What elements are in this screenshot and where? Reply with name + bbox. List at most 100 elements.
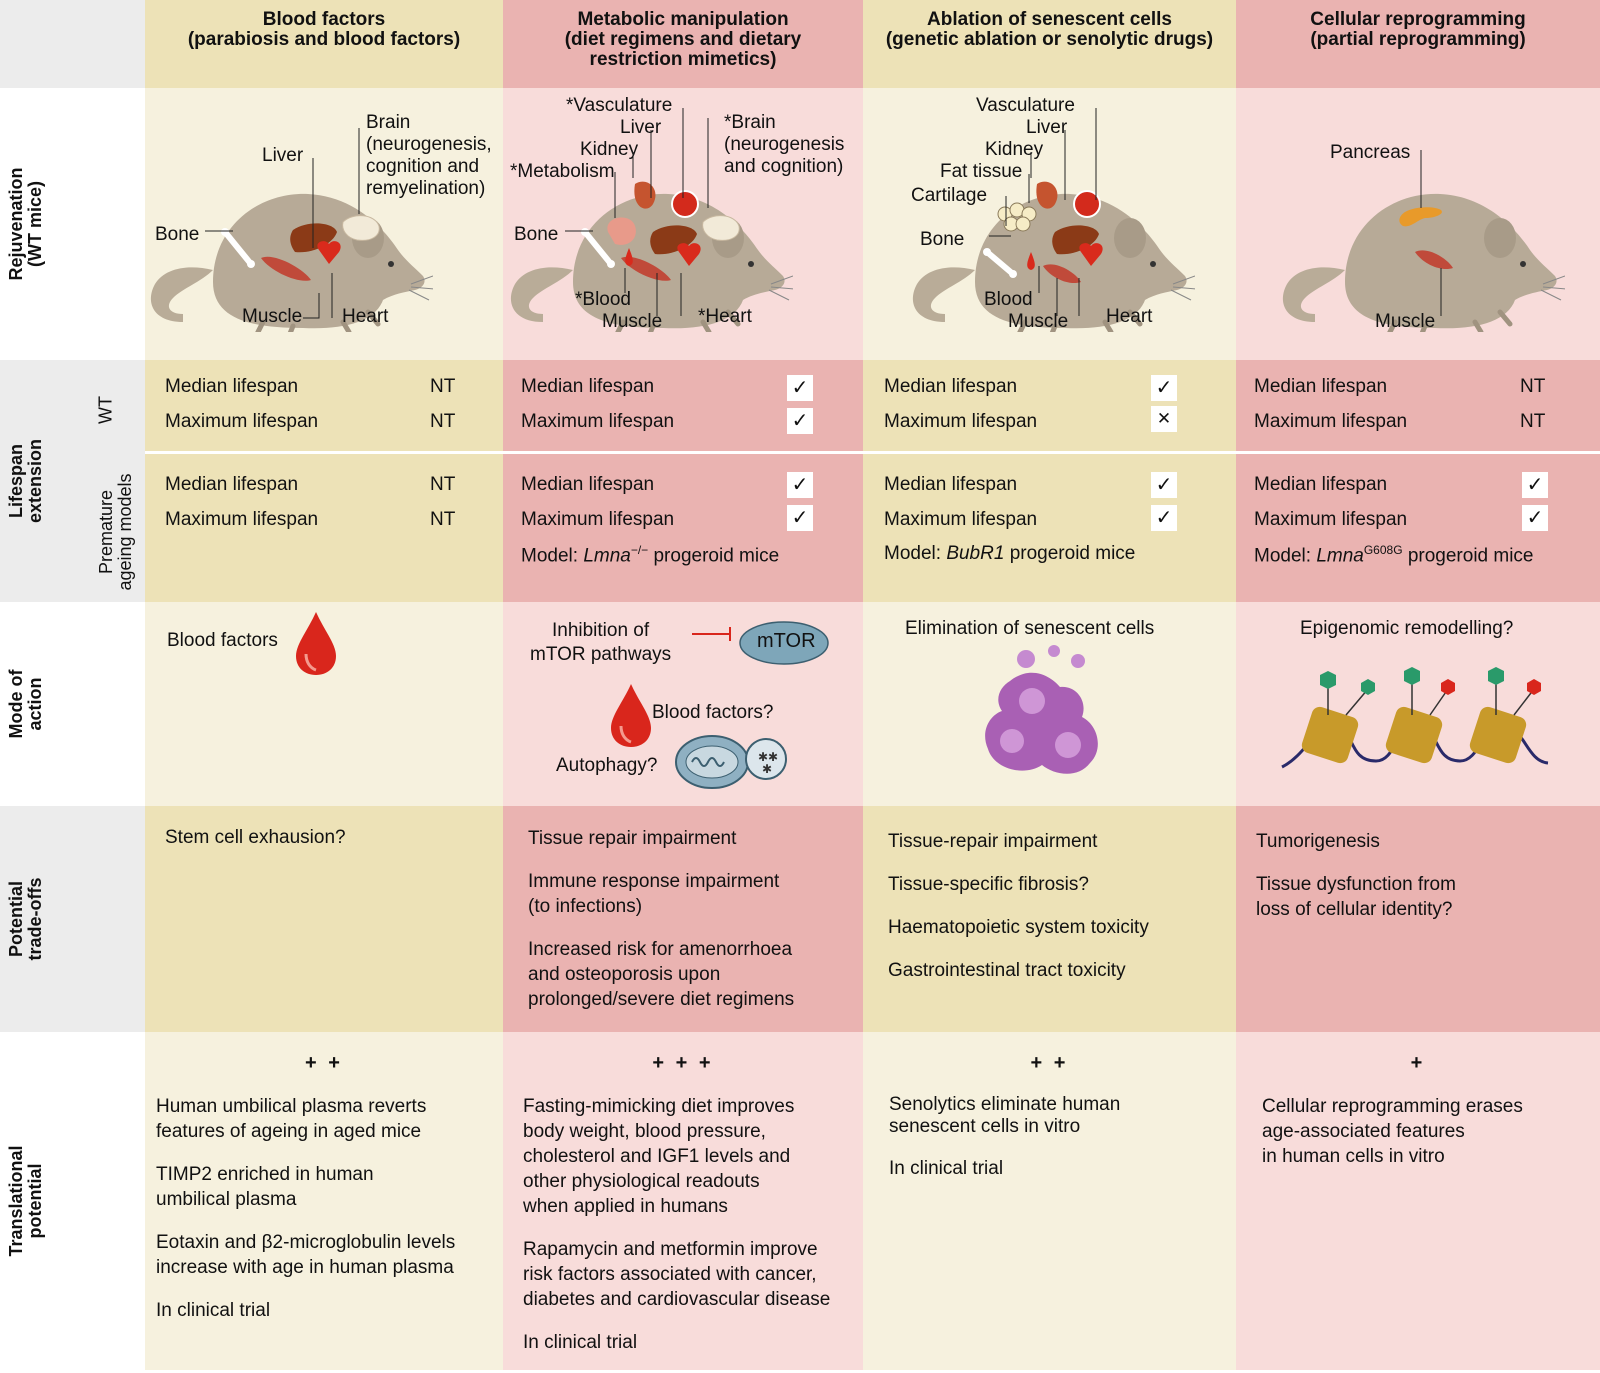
trans-bg-1 (145, 1032, 503, 1370)
c4-pm-max-label: Maximum lifespan (1254, 509, 1408, 530)
header-bg-4 (1236, 0, 1600, 88)
trade-c3-item-4: Gastrointestinal tract toxicity (888, 960, 1126, 981)
leader-lines-1 (205, 128, 360, 319)
c2-pm-median-label: Median lifespan (521, 474, 655, 495)
header-blood-factors: Blood factors(parabiosis and blood facto… (187, 9, 461, 50)
header-metabolic: Metabolic manipulation(diet regimens and… (564, 9, 802, 70)
c2-pm-max-check: ✓ (787, 505, 813, 531)
c4-wt-max-nt: NT (1520, 411, 1546, 432)
c2-wt-median-label: Median lifespan (521, 376, 655, 397)
trade-bg-1 (145, 806, 503, 1032)
mode-blood-factors-q: Blood factors? (652, 702, 774, 723)
mouse-reprogramming (1275, 172, 1565, 332)
trans-c3-score: + + (1030, 1052, 1069, 1074)
organ-heart-2: *Heart (698, 306, 752, 327)
organ-muscle-2: Muscle (602, 311, 663, 332)
c3-pm-max-check: ✓ (1151, 505, 1177, 531)
c2-pm-median-check: ✓ (787, 472, 813, 498)
autophagosome-icon: ✱✱ ✱ (675, 735, 787, 789)
trans-c2-score: + + + (652, 1052, 714, 1074)
c3-wt-median-label: Median lifespan (884, 376, 1018, 397)
svg-text:✱✱: ✱✱ (758, 750, 778, 764)
organ-pancreas-4: Pancreas (1330, 142, 1411, 163)
trade-c2-list: Tissue repair impairment Immune response… (528, 826, 858, 1030)
c1-wt-median-label: Median lifespan (165, 376, 299, 397)
senescent-cells-icon (985, 645, 1098, 774)
lifespan-separator (145, 451, 1600, 454)
organ-bone-3: Bone (920, 229, 965, 250)
mtor-label: mTOR (757, 630, 816, 652)
mouse-metabolic (503, 181, 793, 332)
trans-c1-score: + + (305, 1052, 343, 1074)
trade-c3-item-1: Tissue-repair impairment (888, 831, 1098, 852)
mtor-icon (739, 621, 829, 665)
svg-text:✱: ✱ (762, 762, 772, 776)
trade-c2-item-2: Immune response impairment(to infections… (528, 871, 780, 917)
rowlabel-rejuvenation: Rejuvenation(WT mice) (0, 88, 145, 360)
c1-pm-median-label: Median lifespan (165, 474, 299, 495)
c4-wt-median-nt: NT (1520, 376, 1546, 397)
trans-bg-4 (1236, 1032, 1600, 1370)
c2-wt-max-check: ✓ (787, 408, 813, 434)
header-ablation: Ablation of senescent cells(genetic abla… (885, 9, 1214, 50)
header-bg-2 (503, 0, 863, 88)
header-reprogramming: Cellular reprogramming(partial reprogram… (1310, 9, 1526, 50)
organ-muscle-3: Muscle (1008, 311, 1069, 332)
organ-kidney-2: Kidney (580, 139, 639, 160)
organ-kidney-3: Kidney (985, 139, 1044, 160)
leader-lines-4 (1420, 150, 1442, 316)
c2-wt-median-check: ✓ (787, 375, 813, 401)
c2-model: Model: Lmna−/− progeroid mice (521, 543, 780, 567)
organ-blood-2: *Blood (575, 289, 631, 310)
c2-pm-max-label: Maximum lifespan (521, 509, 675, 530)
c4-wt-median-label: Median lifespan (1254, 376, 1388, 397)
organ-cartilage-3: Cartilage (911, 185, 988, 206)
c3-wt-median-check: ✓ (1151, 375, 1177, 401)
c1-pm-max-label: Maximum lifespan (165, 509, 319, 530)
organ-vasculature-3: Vasculature (976, 95, 1075, 116)
trans-c1-item-4: In clinical trial (156, 1300, 271, 1321)
c4-pm-median-check: ✓ (1522, 472, 1548, 498)
trade-bg-3 (863, 806, 1236, 1032)
c3-pm-median-label: Median lifespan (884, 474, 1018, 495)
trans-bg-2 (503, 1032, 863, 1370)
organ-bone-2: Bone (514, 224, 559, 245)
trans-c3-item-2: In clinical trial (889, 1158, 1004, 1179)
c3-pm-median-check: ✓ (1151, 472, 1177, 498)
leader-lines-2 (565, 108, 709, 316)
mode-epigenomic-label: Epigenomic remodelling? (1300, 618, 1514, 639)
organ-fat-3: Fat tissue (940, 161, 1023, 182)
organ-bone-1: Bone (155, 224, 200, 245)
blood-drop-icon (296, 612, 336, 675)
leader-lines-3 (989, 108, 1097, 316)
trans-c2-item-3: In clinical trial (523, 1332, 638, 1353)
organ-metabolism-2: *Metabolism (510, 161, 615, 182)
mouse-blood-factors (143, 172, 433, 332)
organ-liver-1: Liver (262, 145, 304, 166)
trade-c2-item-1: Tissue repair impairment (528, 828, 737, 849)
organ-muscle-4: Muscle (1375, 311, 1436, 332)
c1-wt-max-label: Maximum lifespan (165, 411, 319, 432)
c4-pm-max-check: ✓ (1522, 505, 1548, 531)
organ-vasculature-2: *Vasculature (566, 95, 673, 116)
mode-blood-factors-label: Blood factors (167, 630, 278, 651)
trade-c4-item-1: Tumorigenesis (1256, 831, 1380, 852)
